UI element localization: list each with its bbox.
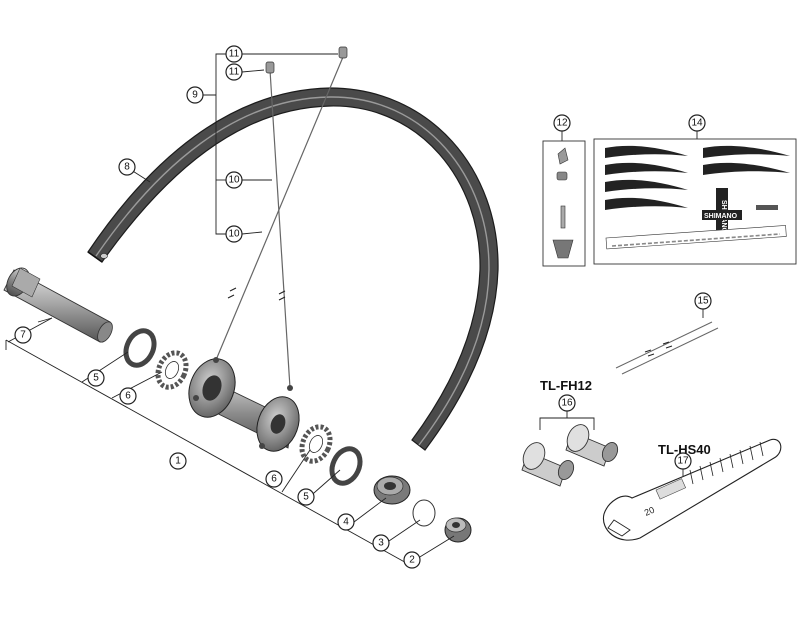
callout-6-left: 6 [119, 387, 137, 405]
callout-6-right: 6 [265, 470, 283, 488]
decal-set-box: SHIMANO SHIMANO [593, 138, 797, 265]
callout-6-left-number: 6 [125, 391, 131, 402]
callout-11-upper: 11 [225, 45, 243, 63]
callout-4: 4 [337, 513, 355, 531]
callout-7-number: 7 [20, 330, 26, 341]
callout-14: 14 [688, 114, 706, 132]
callout-2: 2 [403, 551, 421, 569]
hub-spanner-tool: 20 [602, 438, 782, 541]
hub-body [188, 357, 300, 452]
o-ring [412, 499, 436, 527]
spoke-strips [615, 321, 719, 375]
callout-5-left-number: 5 [93, 373, 99, 384]
valve-kit-box [542, 140, 586, 267]
callout-10-lower: 10 [225, 225, 243, 243]
callout-10-upper: 10 [225, 171, 243, 189]
spokes [215, 46, 348, 389]
callout-15-number: 15 [697, 296, 709, 307]
callout-10-upper-number: 10 [228, 175, 240, 186]
left-bearing [155, 350, 189, 390]
callout-6-right-number: 6 [271, 474, 277, 485]
axle [3, 267, 113, 343]
right-washer [329, 446, 363, 486]
callout-8: 8 [118, 158, 136, 176]
callout-10-lower-number: 10 [228, 229, 240, 240]
callout-12-number: 12 [556, 118, 568, 129]
callout-7: 7 [14, 326, 32, 344]
spanner-size-label: 20 [643, 505, 656, 518]
callout-3-number: 3 [378, 538, 384, 549]
freehub-tool [521, 424, 619, 487]
callout-1: 1 [169, 452, 187, 470]
rim [87, 87, 499, 451]
callout-9: 9 [186, 86, 204, 104]
callout-15: 15 [694, 292, 712, 310]
callout-3: 3 [372, 534, 390, 552]
callout-11-upper-number: 11 [229, 49, 240, 60]
callout-2-number: 2 [409, 555, 415, 566]
callout-16-number: 16 [561, 398, 573, 409]
right-bearing [299, 424, 333, 464]
callout-8-number: 8 [124, 162, 130, 173]
callout-17-number: 17 [677, 456, 689, 467]
hub-spanner-label: TL-HS40 [658, 442, 711, 457]
callout-4-number: 4 [343, 517, 349, 528]
callout-16: 16 [558, 394, 576, 412]
callout-5-left: 5 [87, 369, 105, 387]
callout-11-lower-number: 11 [229, 67, 240, 78]
decal-brand-b: SHIMANO [704, 213, 738, 220]
callout-1-number: 1 [175, 456, 181, 467]
callout-12: 12 [553, 114, 571, 132]
end-cap [444, 517, 472, 543]
left-washer [123, 328, 157, 368]
callout-9-number: 9 [192, 90, 198, 101]
leader-lines [5, 53, 704, 566]
callout-5-right-number: 5 [303, 492, 309, 503]
callout-11-lower: 11 [225, 63, 243, 81]
lock-nut [373, 475, 411, 505]
callout-14-number: 14 [691, 118, 703, 129]
callout-5-right: 5 [297, 488, 315, 506]
callout-17: 17 [674, 452, 692, 470]
freehub-tool-label: TL-FH12 [540, 378, 592, 393]
